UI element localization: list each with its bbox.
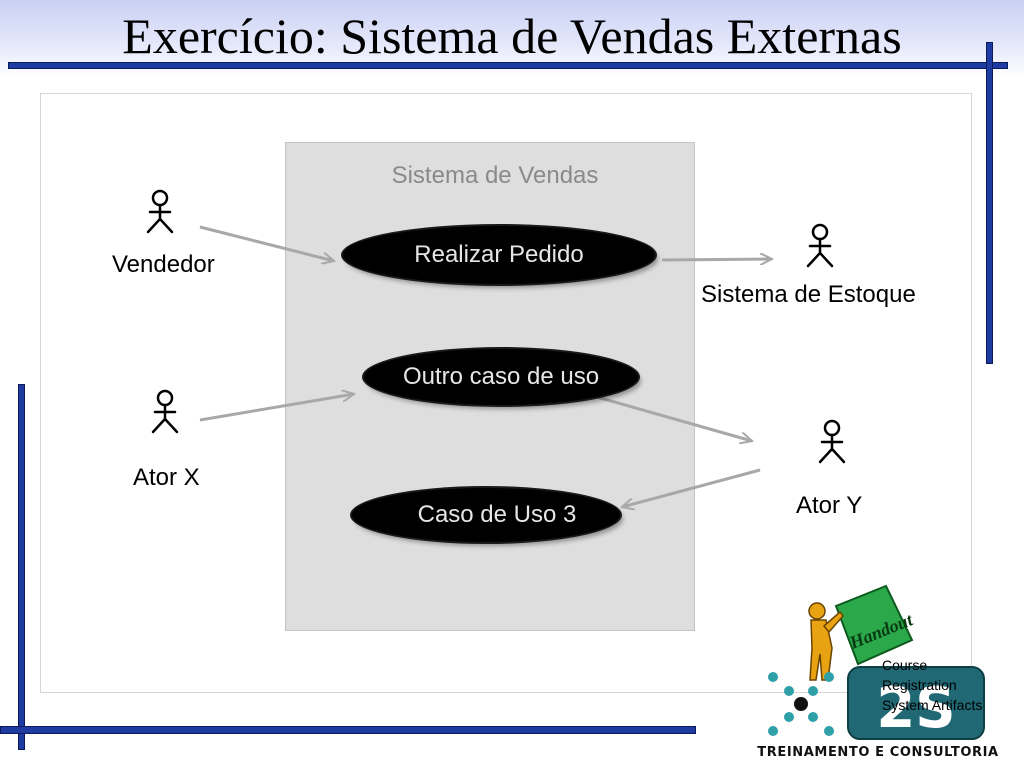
bottom-rule bbox=[0, 726, 696, 734]
usecase-outro-caso: Outro caso de uso bbox=[364, 349, 638, 405]
arrow-outro-to-atory bbox=[596, 395, 752, 441]
usecase-realizar-pedido: Realizar Pedido bbox=[343, 226, 655, 284]
actor-atorx-figure bbox=[151, 389, 179, 434]
actor-estoque-figure bbox=[806, 223, 834, 268]
handout-caption-line: System Artifacts bbox=[882, 697, 983, 713]
actor-atory-label: Ator Y bbox=[796, 492, 863, 519]
top-rule bbox=[8, 62, 1008, 69]
company-name: TREINAMENTO E CONSULTORIA bbox=[757, 745, 999, 760]
actor-vendedor-label: Vendedor bbox=[112, 251, 215, 278]
logo-mark-text: 2S bbox=[876, 676, 955, 741]
usecase-caso-3: Caso de Uso 3 bbox=[352, 488, 620, 542]
arrow-pedido-to-estoque bbox=[661, 259, 772, 260]
actor-atory-figure bbox=[818, 419, 846, 464]
handout-caption: Course Registration System Artifacts bbox=[882, 655, 982, 715]
system-boundary-label: Sistema de Vendas bbox=[391, 162, 599, 189]
arrow-atorx-to-outro bbox=[199, 394, 354, 422]
handout-caption-line: Registration bbox=[882, 677, 957, 693]
slide-title: Exercício: Sistema de Vendas Externas bbox=[122, 8, 902, 64]
left-rule bbox=[18, 384, 25, 750]
actor-estoque-label: Sistema de Estoque bbox=[701, 281, 916, 308]
handout-caption-line: Course bbox=[882, 657, 928, 673]
actor-atorx-label: Ator X bbox=[133, 464, 200, 491]
arrow-atory-to-caso3 bbox=[622, 468, 761, 507]
arrow-vendedor-to-pedido bbox=[199, 225, 334, 261]
actor-vendedor-figure bbox=[146, 189, 174, 234]
company-logo-mark: 2S bbox=[768, 666, 985, 741]
right-rule bbox=[986, 42, 993, 364]
